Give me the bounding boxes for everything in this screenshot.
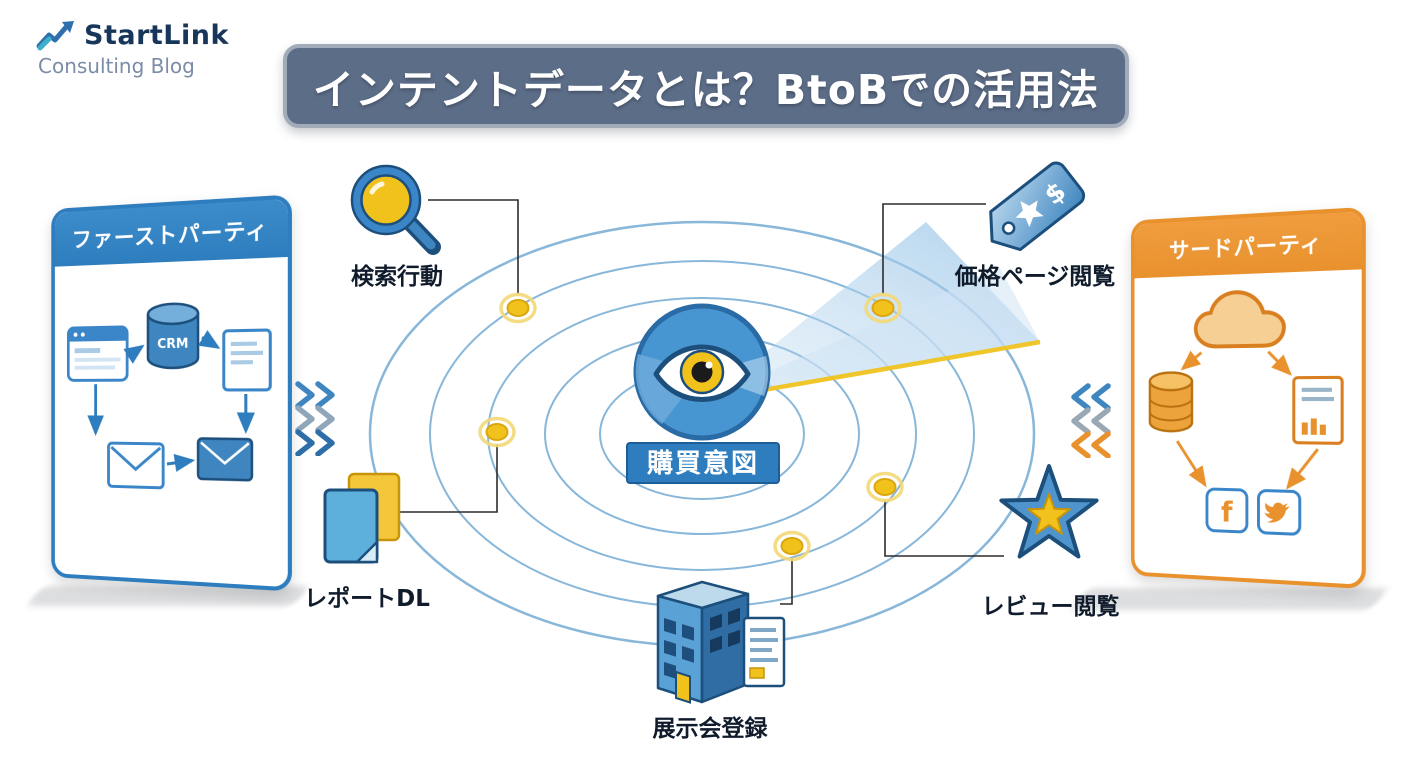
first-party-diagram: CRM [55, 257, 288, 585]
title-banner: インテントデータとは？BtoBでの活用法 [283, 44, 1129, 128]
connector-search [428, 199, 519, 294]
third-party-panel: サードパーティ [1131, 207, 1366, 589]
connector-report [382, 444, 498, 513]
label-review-view: レビュー閲覧 [981, 594, 1120, 620]
connector-pricing [882, 203, 986, 294]
connector-review [884, 500, 1004, 557]
browser-icon [68, 327, 127, 381]
envelope-filled-icon [198, 438, 252, 480]
documents-icon [323, 472, 401, 564]
first-party-header: ファーストパーティ [54, 198, 288, 267]
third-party-header: サードパーティ [1134, 211, 1362, 279]
signal-connectors [382, 199, 1004, 605]
blip-report [478, 416, 516, 448]
eye-icon [633, 303, 771, 441]
logo-subtitle: Consulting Blog [38, 54, 195, 78]
intent-banner-label: 購買意図 [647, 448, 759, 479]
envelope-icon [109, 443, 164, 488]
crm-database-icon: CRM [148, 303, 198, 368]
star-icon [999, 464, 1099, 559]
intent-banner: 購買意図 [626, 442, 780, 484]
facebook-letter: f [1221, 496, 1233, 528]
price-tag-icon: $ [989, 161, 1086, 252]
page-title: インテントデータとは？BtoBでの活用法 [312, 66, 1100, 114]
inflow-arrows-right [1071, 383, 1111, 458]
third-party-title: サードパーティ [1169, 231, 1323, 265]
first-party-panel: ファーストパーティ CRM [51, 194, 292, 591]
label-search-behavior: 検索行動 [351, 264, 443, 290]
mail-document-icon [224, 330, 270, 390]
registration-form-icon [742, 616, 786, 688]
logo: StartLink Consulting Blog [36, 18, 229, 78]
first-party-title: ファーストパーティ [71, 218, 269, 254]
report-document-icon [1294, 377, 1342, 443]
blip-expo [773, 530, 811, 562]
label-pricing-page-view: 価格ページ閲覧 [954, 264, 1116, 290]
logo-name: StartLink [84, 19, 229, 51]
building-icon [656, 580, 786, 704]
blip-review [866, 471, 904, 503]
database-icon [1150, 372, 1192, 431]
inflow-arrows-left [295, 381, 335, 456]
twitter-bird-icon [1258, 490, 1299, 534]
label-expo-registration: 展示会登録 [652, 716, 768, 742]
magnifier-icon [350, 164, 441, 255]
cloud-icon [1196, 291, 1284, 347]
trend-arrow-icon [36, 21, 74, 51]
connector-expo [780, 558, 793, 605]
label-report-download: レポートDL [304, 586, 430, 612]
radar-blips [478, 292, 904, 562]
crm-label: CRM [157, 335, 188, 351]
third-party-diagram: f [1135, 269, 1362, 584]
blip-search [499, 292, 537, 324]
blip-pricing [864, 292, 902, 324]
facebook-icon: f [1207, 489, 1247, 532]
